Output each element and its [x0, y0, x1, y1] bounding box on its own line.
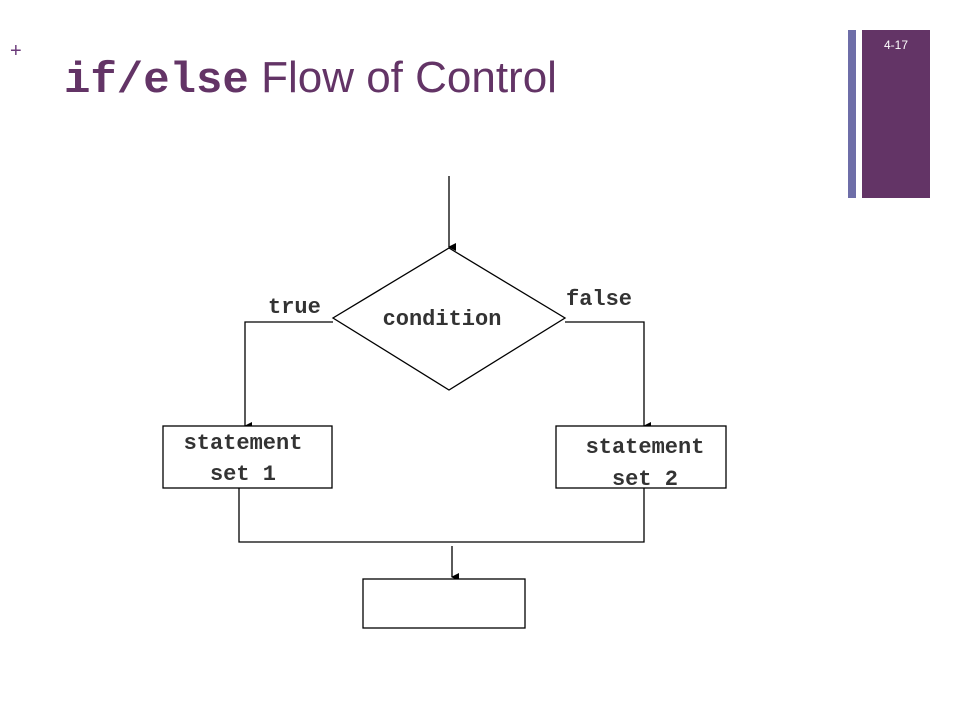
condition-label: condition: [383, 307, 502, 332]
statement-set-1-box: [162, 425, 333, 489]
accent-bar-thin: [848, 30, 856, 198]
title-text: Flow of Control: [248, 53, 557, 102]
merge-line: [238, 488, 645, 543]
statement-set-1-line2: set 1: [210, 462, 276, 487]
accent-bar-thick: [862, 30, 930, 198]
condition-diamond: [331, 247, 567, 391]
true-branch-line: [244, 321, 333, 430]
slide-title: if/else Flow of Control: [64, 53, 557, 106]
true-label: true: [268, 295, 321, 320]
bullet-plus: +: [10, 40, 22, 62]
statement-set-2-line2: set 2: [612, 467, 678, 492]
false-branch-line: [565, 321, 651, 430]
next-statement-box: [362, 578, 526, 629]
title-code: if/else: [64, 56, 249, 106]
statement-set-2-box: [555, 425, 727, 489]
statement-set-1-line1: statement: [184, 431, 303, 456]
statement-set-2-line1: statement: [586, 435, 705, 460]
slide-number: 4-17: [883, 38, 909, 52]
false-label: false: [566, 287, 632, 312]
